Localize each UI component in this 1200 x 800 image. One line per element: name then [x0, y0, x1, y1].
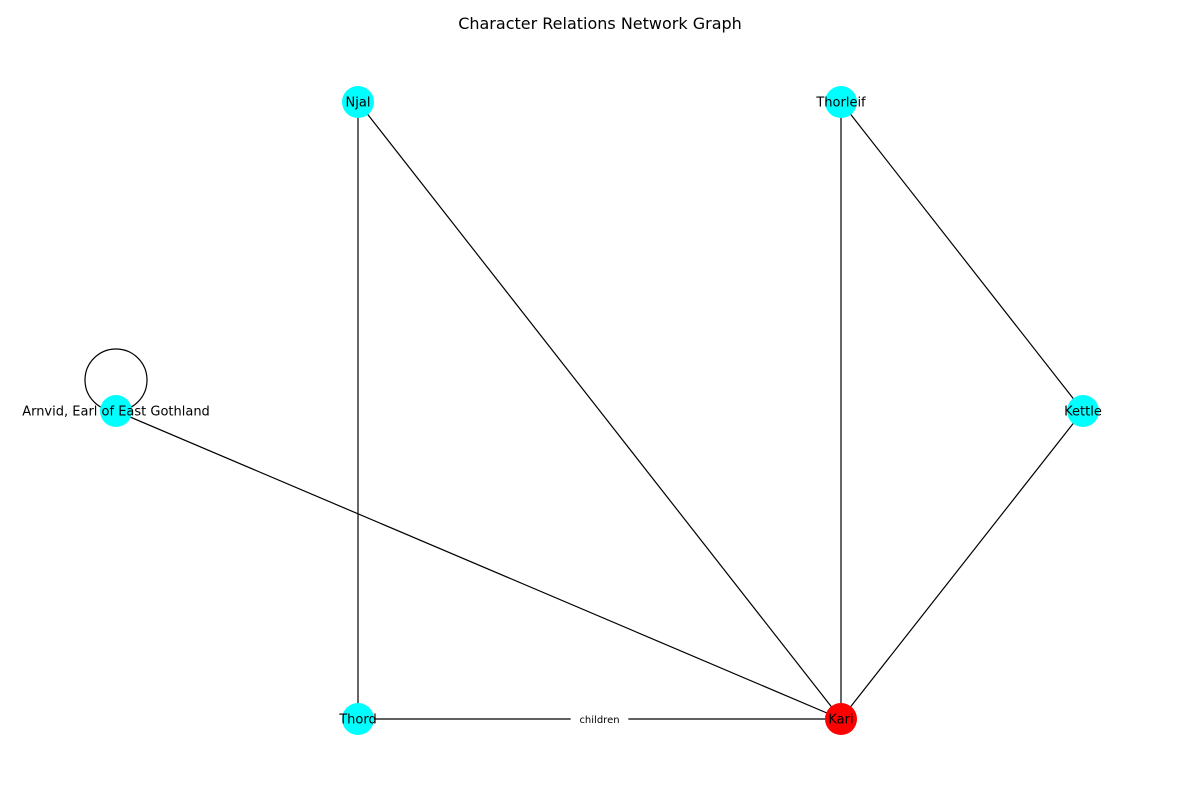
graph-title: Character Relations Network Graph — [458, 14, 742, 33]
edge-arnvid-kari — [115, 410, 842, 720]
node-label-njal: Njal — [346, 96, 371, 111]
node-label-kettle: Kettle — [1064, 405, 1102, 420]
edge-kettle-kari — [840, 410, 1084, 720]
node-thord[interactable] — [342, 703, 374, 735]
edge-thorleif-kettle — [840, 101, 1084, 412]
edge-label-background — [570, 712, 629, 726]
labels-layer: children — [570, 712, 629, 726]
node-kari[interactable] — [825, 703, 857, 735]
edge-njal-kari — [357, 101, 842, 720]
edge-label-text: children — [579, 715, 619, 726]
node-arnvid[interactable] — [100, 395, 132, 427]
node-label-thord: Thord — [338, 713, 377, 728]
edges-layer — [84, 101, 1084, 720]
node-kettle[interactable] — [1067, 395, 1099, 427]
node-njal[interactable] — [342, 86, 374, 118]
node-thorleif[interactable] — [825, 86, 857, 118]
edge-label-thord-kari: children — [570, 712, 629, 726]
node-label-kari: Kari — [828, 713, 853, 728]
node-label-thorleif: Thorleif — [815, 96, 866, 111]
node-label-arnvid: Arnvid, Earl of East Gothland — [22, 405, 210, 420]
